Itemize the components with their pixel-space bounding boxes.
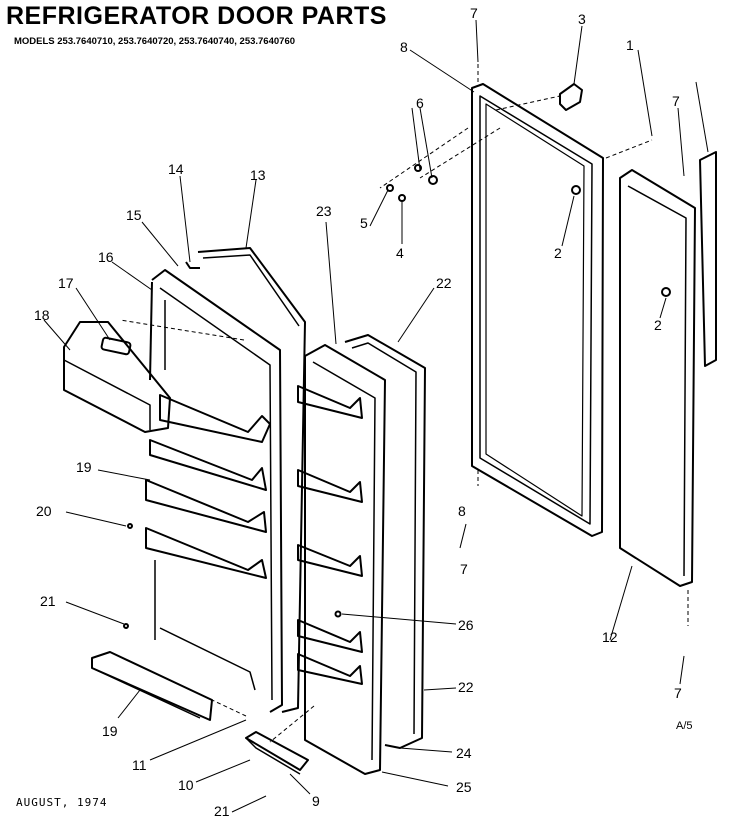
freezer-door-shelves — [145, 394, 271, 579]
callout-21: 21 — [40, 593, 56, 609]
callout-10: 10 — [178, 777, 194, 793]
ice-bucket — [63, 321, 171, 433]
callout-8: 8 — [400, 39, 408, 55]
door-frame — [471, 83, 604, 537]
callout-1: 1 — [626, 37, 634, 53]
callout-23: 23 — [316, 203, 332, 219]
callout-21-bottom: 21 — [214, 803, 230, 819]
callout-19-lower: 19 — [102, 723, 118, 739]
callout-5: 5 — [360, 215, 368, 231]
fresh-food-door-liner — [304, 344, 386, 775]
callout-9: 9 — [312, 793, 320, 809]
callout-24: 24 — [456, 745, 472, 761]
bottom-tray — [91, 651, 213, 721]
right-door-panel — [619, 169, 696, 587]
callout-20: 20 — [36, 503, 52, 519]
callout-18: 18 — [34, 307, 50, 323]
callout-12: 12 — [602, 629, 618, 645]
diagram-date: AUGUST, 1974 — [16, 796, 108, 809]
door-handle — [699, 151, 717, 367]
callout-7-bottom: 7 — [674, 685, 682, 701]
callout-11: 11 — [132, 757, 147, 773]
drawing-code: A/5 — [676, 720, 693, 732]
model-numbers: MODELS 253.7640710, 253.7640720, 253.764… — [14, 36, 296, 47]
callout-26: 26 — [458, 617, 474, 633]
callout-2-right: 2 — [654, 317, 662, 333]
callout-19: 19 — [76, 459, 92, 475]
freezer-gasket — [185, 261, 200, 269]
bucket-handle — [100, 336, 132, 356]
freezer-door-outer-panel — [197, 247, 306, 713]
top-hinge — [559, 83, 583, 111]
callout-14: 14 — [168, 161, 184, 177]
assembly-lines — [119, 64, 689, 743]
screw-2 — [571, 185, 581, 195]
line-art — [63, 83, 717, 775]
callout-6: 6 — [416, 95, 424, 111]
callout-8-lower: 8 — [458, 503, 466, 519]
callout-7-right: 7 — [672, 93, 680, 109]
callout-numbers: 7 3 1 8 7 6 5 4 2 2 13 14 15 16 17 18 23… — [34, 5, 682, 819]
callout-7-lower: 7 — [460, 561, 468, 577]
callout-22-lower: 22 — [458, 679, 474, 695]
fresh-food-door-shelves — [297, 385, 363, 685]
callout-22: 22 — [436, 275, 452, 291]
callout-17: 17 — [58, 275, 74, 291]
fresh-food-door-panel — [344, 334, 426, 749]
diagram-title: REFRIGERATOR DOOR PARTS — [6, 2, 387, 30]
freezer-door-liner — [151, 269, 283, 713]
callout-25: 25 — [456, 779, 472, 795]
callout-7: 7 — [470, 5, 478, 21]
screw-2-right — [661, 287, 671, 297]
callout-3: 3 — [578, 11, 586, 27]
bottom-hinge — [245, 731, 309, 771]
callout-2: 2 — [554, 245, 562, 261]
callout-13: 13 — [250, 167, 266, 183]
callout-15: 15 — [126, 207, 142, 223]
leader-lines — [43, 19, 709, 813]
callout-4: 4 — [396, 245, 404, 261]
callout-16: 16 — [98, 249, 114, 265]
